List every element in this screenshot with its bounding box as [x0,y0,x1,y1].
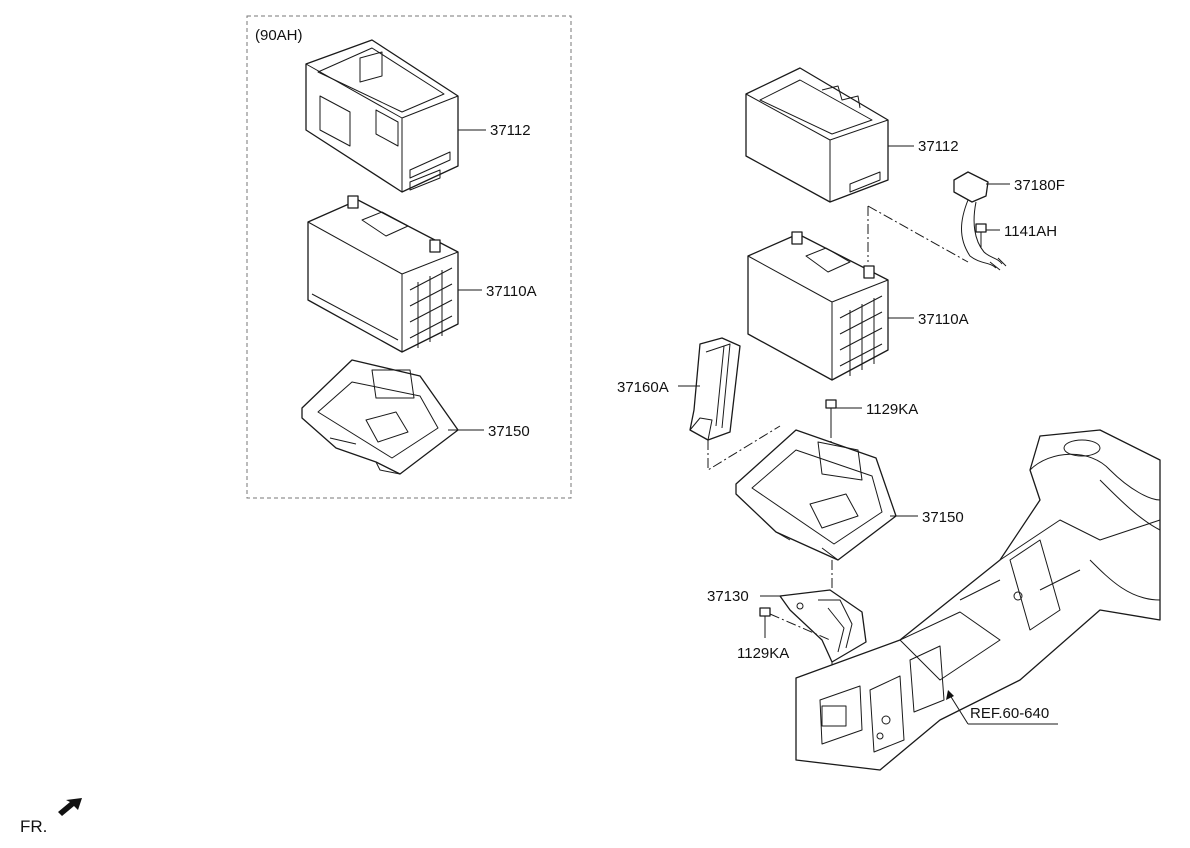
variant-group-box [246,15,572,499]
battery-right[interactable] [747,231,889,381]
variant-group-label: (90AH) [255,27,303,44]
battery-cable[interactable] [953,171,1007,271]
battery-bracket-left[interactable] [301,359,459,475]
part-label-battery-left[interactable]: 37110A [486,283,537,300]
battery-clamp[interactable] [689,337,741,441]
bolt-bottom[interactable] [759,607,771,638]
part-label-battery-right[interactable]: 37110A [918,311,969,328]
alignment-line-bolt-bottom [769,613,831,641]
alignment-line-clamp [707,425,781,471]
bolt-cable[interactable] [975,223,987,248]
part-label-bolt-top[interactable]: 1129KA [866,401,918,418]
bolt-top[interactable] [825,399,837,428]
part-label-support[interactable]: 37130 [707,588,749,605]
reference-label[interactable]: REF.60-640 [970,705,1049,722]
battery-tray-left[interactable] [305,39,459,193]
front-marker-label: FR. [20,817,47,836]
reference-arrow-icon [946,690,954,700]
part-label-bracket-left[interactable]: 37150 [488,423,530,440]
front-arrow-icon [58,798,82,816]
part-label-bolt-bottom[interactable]: 1129KA [737,645,789,662]
battery-left[interactable] [307,195,459,353]
vehicle-body-frame [795,429,1161,771]
part-label-tray-right[interactable]: 37112 [918,138,959,155]
part-label-tray-left[interactable]: 37112 [490,122,531,139]
part-label-bracket-right[interactable]: 37150 [922,509,964,526]
part-label-bolt-cable[interactable]: 1141AH [1004,223,1057,240]
part-label-cable[interactable]: 37180F [1014,177,1065,194]
alignment-line-cable [867,205,969,263]
battery-support[interactable] [779,589,867,663]
battery-tray-right[interactable] [745,67,889,203]
part-label-clamp[interactable]: 37160A [617,379,669,396]
battery-bracket-right[interactable] [735,429,897,561]
